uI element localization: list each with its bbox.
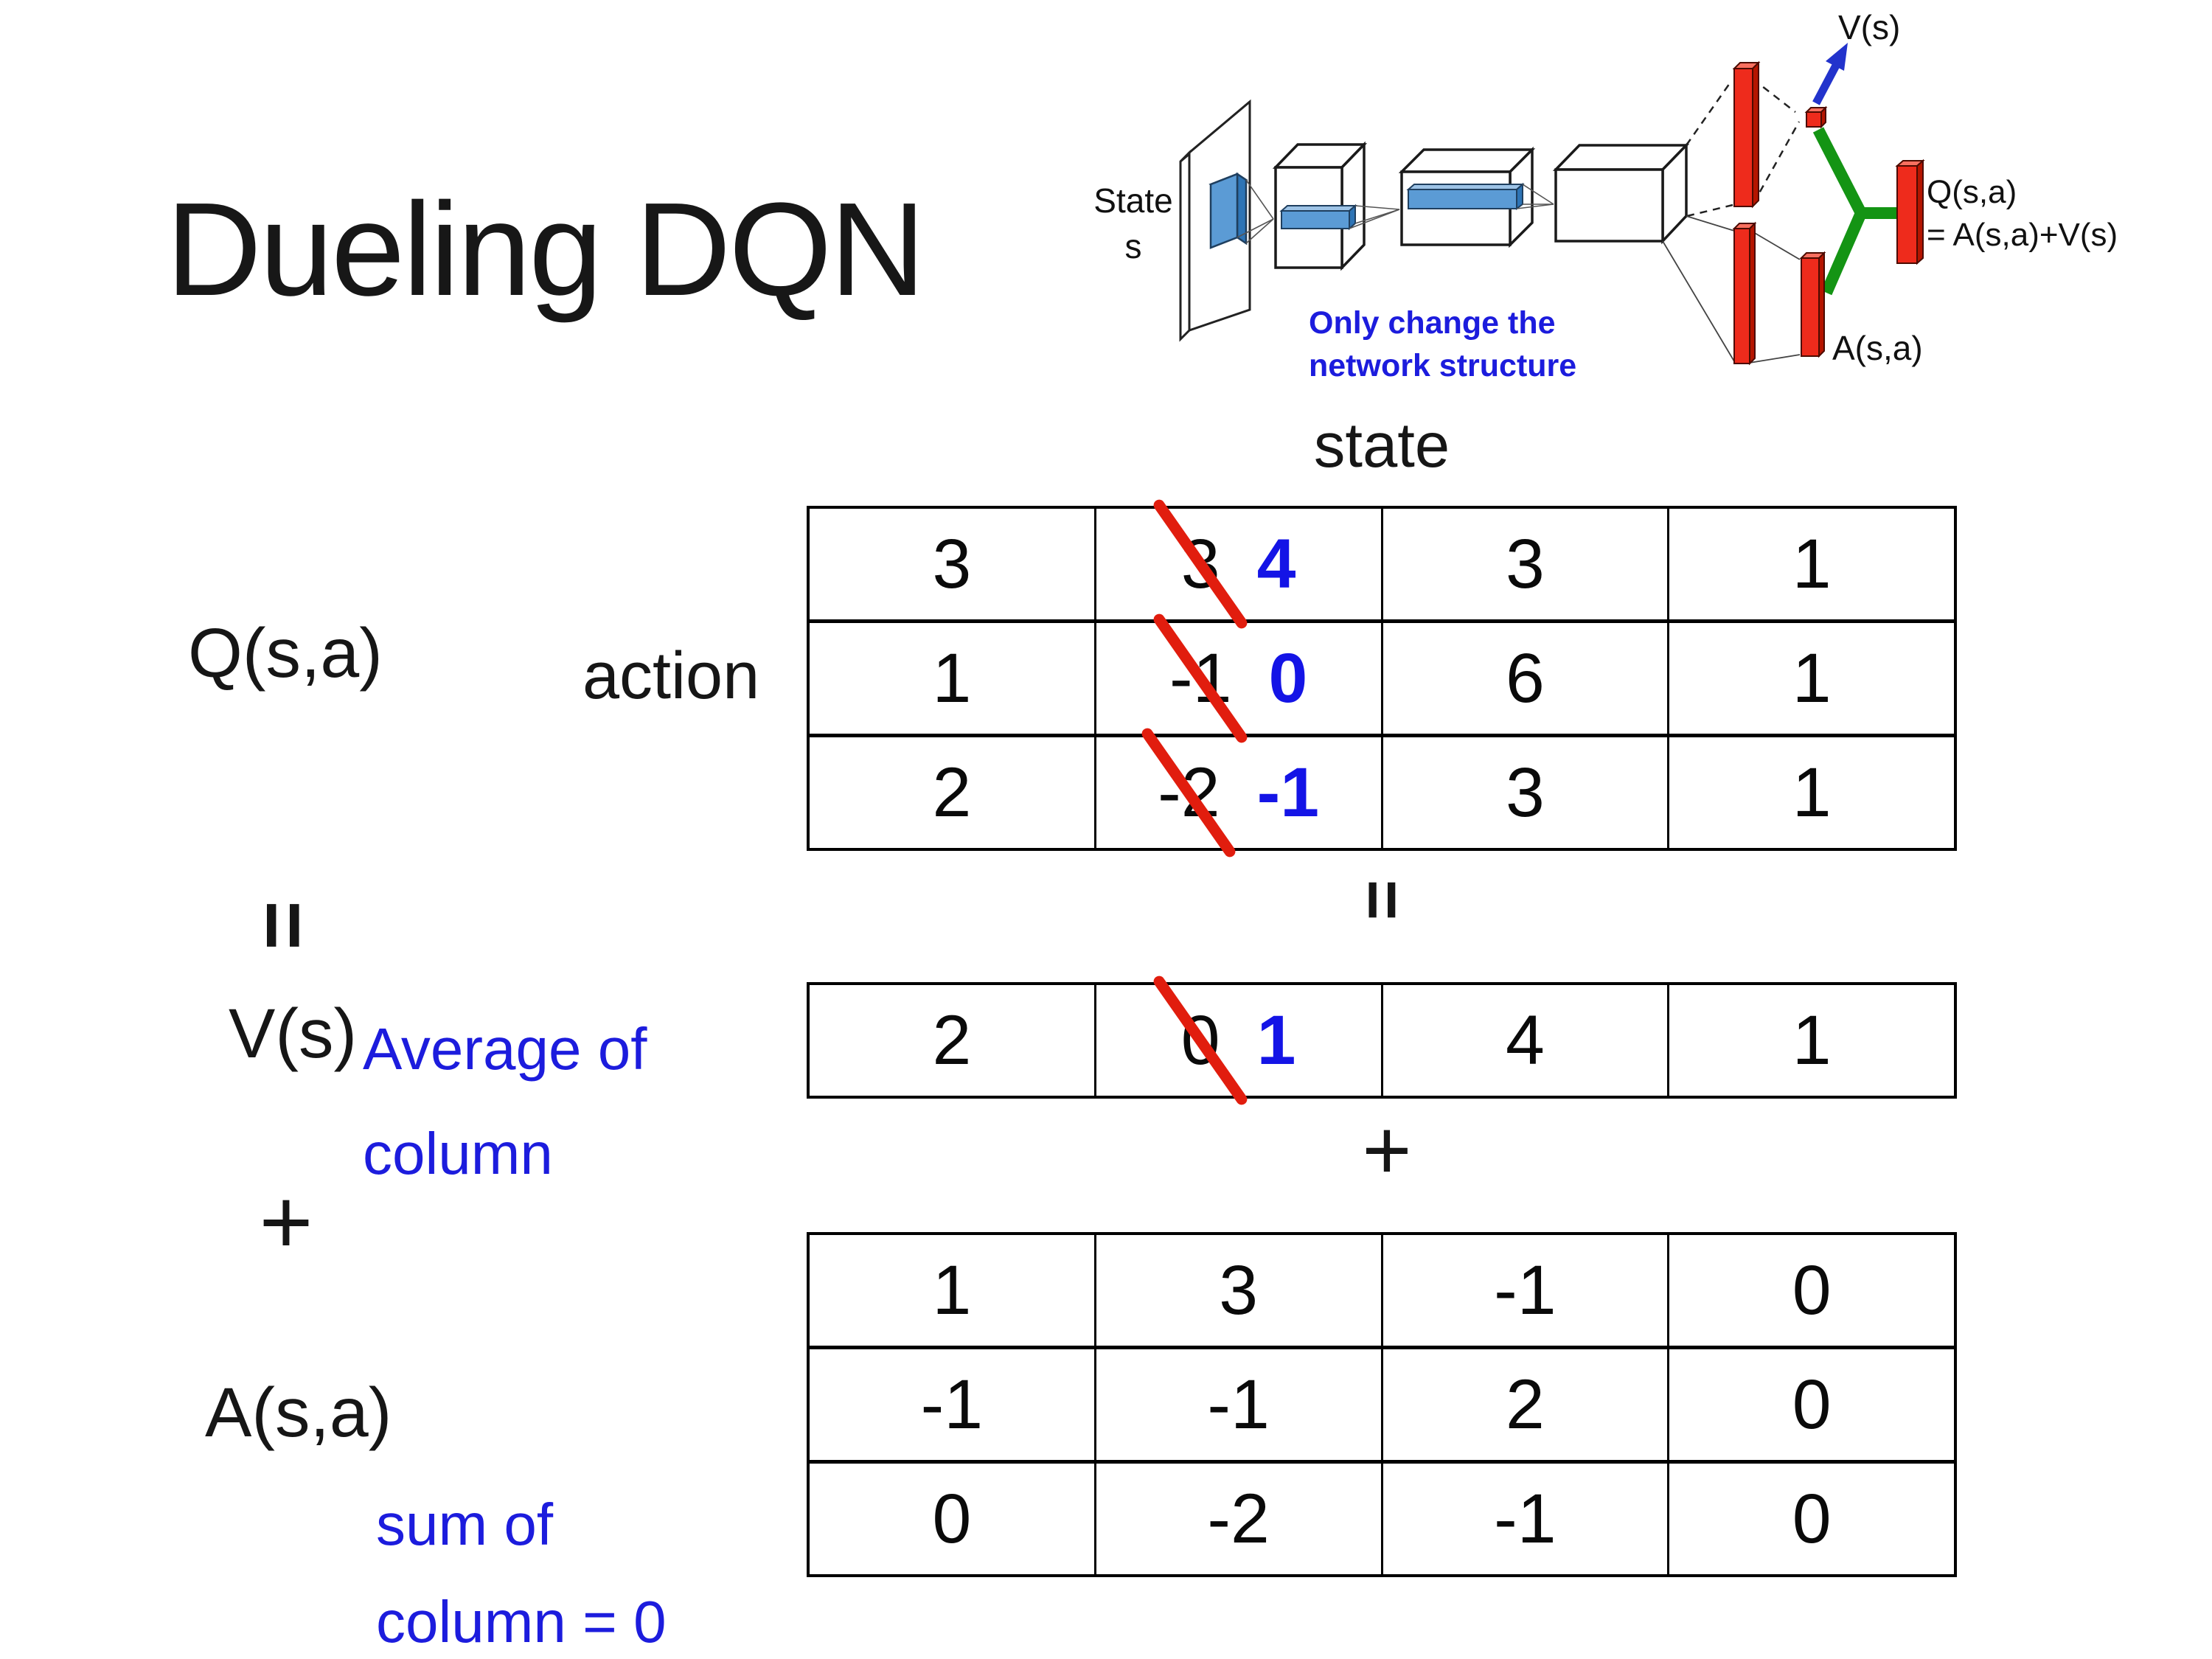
matrix-cell: 1 <box>1792 753 1832 832</box>
matrix-cell: 1 <box>810 1235 1096 1346</box>
matrix-cell: 0 <box>1792 1479 1832 1558</box>
matrix-cell: 1 <box>810 623 1096 734</box>
state-column-header: state <box>1313 411 1450 481</box>
diagram-caption-line2: network structure <box>1309 348 1576 383</box>
state-input-label-line1: State <box>1093 181 1172 220</box>
corrected-cell: -2-1 <box>1140 726 1320 860</box>
dueling-network-diagram: State s V(s) Q(s,a) = A(s,a)+V(s) A(s,a)… <box>1093 8 2118 383</box>
diagram-caption-line1: Only change the <box>1309 305 1556 341</box>
rotated-equals: = <box>236 900 331 950</box>
crossed-out-value: -2 <box>1140 726 1238 860</box>
v-stream-bar <box>1732 60 1761 209</box>
note-line: column = 0 <box>376 1589 667 1655</box>
plus-sign-middle: + <box>1362 1103 1412 1197</box>
a-output-bar <box>1799 251 1826 358</box>
matrix-cell: 3 <box>810 509 1096 619</box>
matrix-cell: 3 <box>1096 1235 1383 1346</box>
matrix-cell: 0 <box>1792 1365 1832 1444</box>
conv-filter-shape <box>1208 172 1274 249</box>
note-line: Average of <box>363 1016 647 1082</box>
average-of-column-note: Average of column <box>363 997 647 1206</box>
matrix-cell: 1 <box>1792 1001 1832 1079</box>
a-output-label: A(s,a) <box>1832 329 1923 367</box>
matrix-cell: -1 <box>810 1349 1096 1460</box>
matrix-cell: 0 <box>810 1464 1096 1574</box>
conv-box-2 <box>1398 146 1554 248</box>
v-arrow <box>1812 43 1848 105</box>
note-line: column <box>363 1121 553 1186</box>
red-strike-line <box>1140 726 1238 860</box>
red-strike-line <box>1151 973 1250 1107</box>
v-matrix-label: V(s) <box>229 995 358 1073</box>
matrix-cell: -1 <box>1383 1464 1670 1574</box>
matrix-cell: 3 <box>1383 737 1670 848</box>
matrix-cell: 0 <box>1792 1251 1832 1329</box>
matrix-cell: -1 <box>1383 1235 1670 1346</box>
crossed-out-value: 0 <box>1151 973 1250 1107</box>
matrix-row: 2 -2-1 3 1 <box>810 726 1954 860</box>
rotated-equals: = <box>1343 879 1422 920</box>
matrix-cell: -2-1 <box>1096 726 1383 860</box>
q-output-label-line2: = A(s,a)+V(s) <box>1927 217 2118 253</box>
v-output-label: V(s) <box>1838 8 1900 46</box>
new-value: 1 <box>1256 1001 1296 1079</box>
a-stream-links <box>1662 215 1801 364</box>
new-value: 4 <box>1256 524 1296 603</box>
crossed-out-value: -1 <box>1151 611 1250 745</box>
a-stream-bar <box>1732 221 1757 366</box>
matrix-cell: 6 <box>1383 623 1670 734</box>
matrix-cell: 2 <box>1383 1349 1670 1460</box>
matrix-cell: 2 <box>810 985 1096 1096</box>
page-title: Dueling DQN <box>166 175 925 324</box>
note-line: sum of <box>376 1492 554 1557</box>
plus-sign-left: + <box>259 1170 313 1273</box>
sum-of-column-note: sum of column = 0 <box>376 1476 667 1659</box>
red-strike-line <box>1151 611 1250 745</box>
conv-box-1 <box>1272 141 1400 271</box>
q-output-bar <box>1895 159 1925 265</box>
v-stream-dashed-links <box>1685 78 1801 218</box>
q-matrix-label: Q(s,a) <box>188 614 383 692</box>
crossed-out-value: 3 <box>1151 497 1250 631</box>
matrix-cell: 1 <box>1792 639 1832 717</box>
new-value: 0 <box>1268 639 1308 717</box>
matrix-cell: 4 <box>1383 985 1670 1096</box>
v-scalar-box <box>1804 105 1828 129</box>
matrix-cell: 1 <box>1792 524 1832 603</box>
matrix-cell: -1 <box>1096 1349 1383 1460</box>
red-strike-line <box>1151 497 1250 631</box>
aggregation-green-connector <box>1812 127 1897 296</box>
matrix-cell: -2 <box>1096 1464 1383 1574</box>
state-input-label-line2: s <box>1125 227 1142 265</box>
equals-sign-left: = <box>236 877 332 973</box>
action-row-header: action <box>582 639 760 713</box>
a-matrix-label: A(s,a) <box>205 1374 392 1452</box>
q-output-label-line1: Q(s,a) <box>1927 174 2017 210</box>
matrix-cell: 3 <box>1383 509 1670 619</box>
fc-box <box>1552 142 1690 245</box>
matrix-cell: 2 <box>810 737 1096 848</box>
new-value: -1 <box>1256 753 1320 832</box>
equals-sign-middle: = <box>1335 855 1430 944</box>
